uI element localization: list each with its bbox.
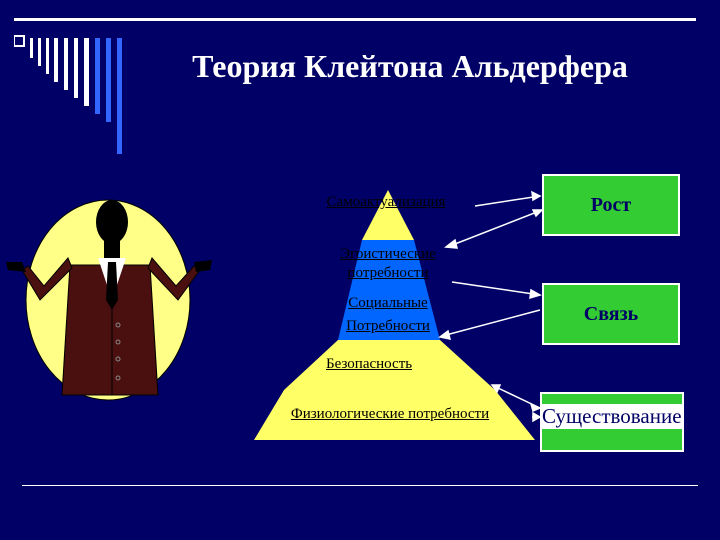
- pyramid-label-needs-2: Потребности: [346, 318, 430, 334]
- pyramid-label-social: Социальные: [348, 295, 428, 311]
- pyramid-label-self-actualization: Самоактуализация: [326, 194, 446, 210]
- pyramid-level-safety: [284, 340, 495, 390]
- businessman-shrugging-icon: [6, 200, 212, 396]
- vertical-bars-decoration: [14, 35, 122, 154]
- pyramid-label-physiological: Физиологические потребности: [290, 406, 490, 422]
- pyramid-level-top: [362, 190, 414, 240]
- growth-box: Рост: [542, 174, 680, 236]
- slide-title: Теория Клейтона Альдерфера: [192, 48, 628, 84]
- relatedness-box: Связь: [542, 283, 680, 345]
- pyramid-label-needs-1: потребности: [347, 265, 429, 281]
- bottom-rule: [22, 485, 698, 486]
- growth-label: Рост: [590, 193, 632, 216]
- pyramid-level-base: [254, 390, 535, 440]
- pyramid-label-safety: Безопасность: [326, 356, 413, 372]
- connector-arrows: [438, 190, 544, 423]
- existence-label: Существование: [540, 403, 684, 429]
- existence-box: Существование: [540, 392, 684, 452]
- pyramid: [254, 190, 535, 440]
- pyramid-label-egoistic: Эгоистические: [340, 246, 436, 262]
- pyramid-level-blue: [338, 240, 440, 340]
- top-rule: [14, 18, 696, 21]
- relatedness-label: Связь: [583, 302, 639, 325]
